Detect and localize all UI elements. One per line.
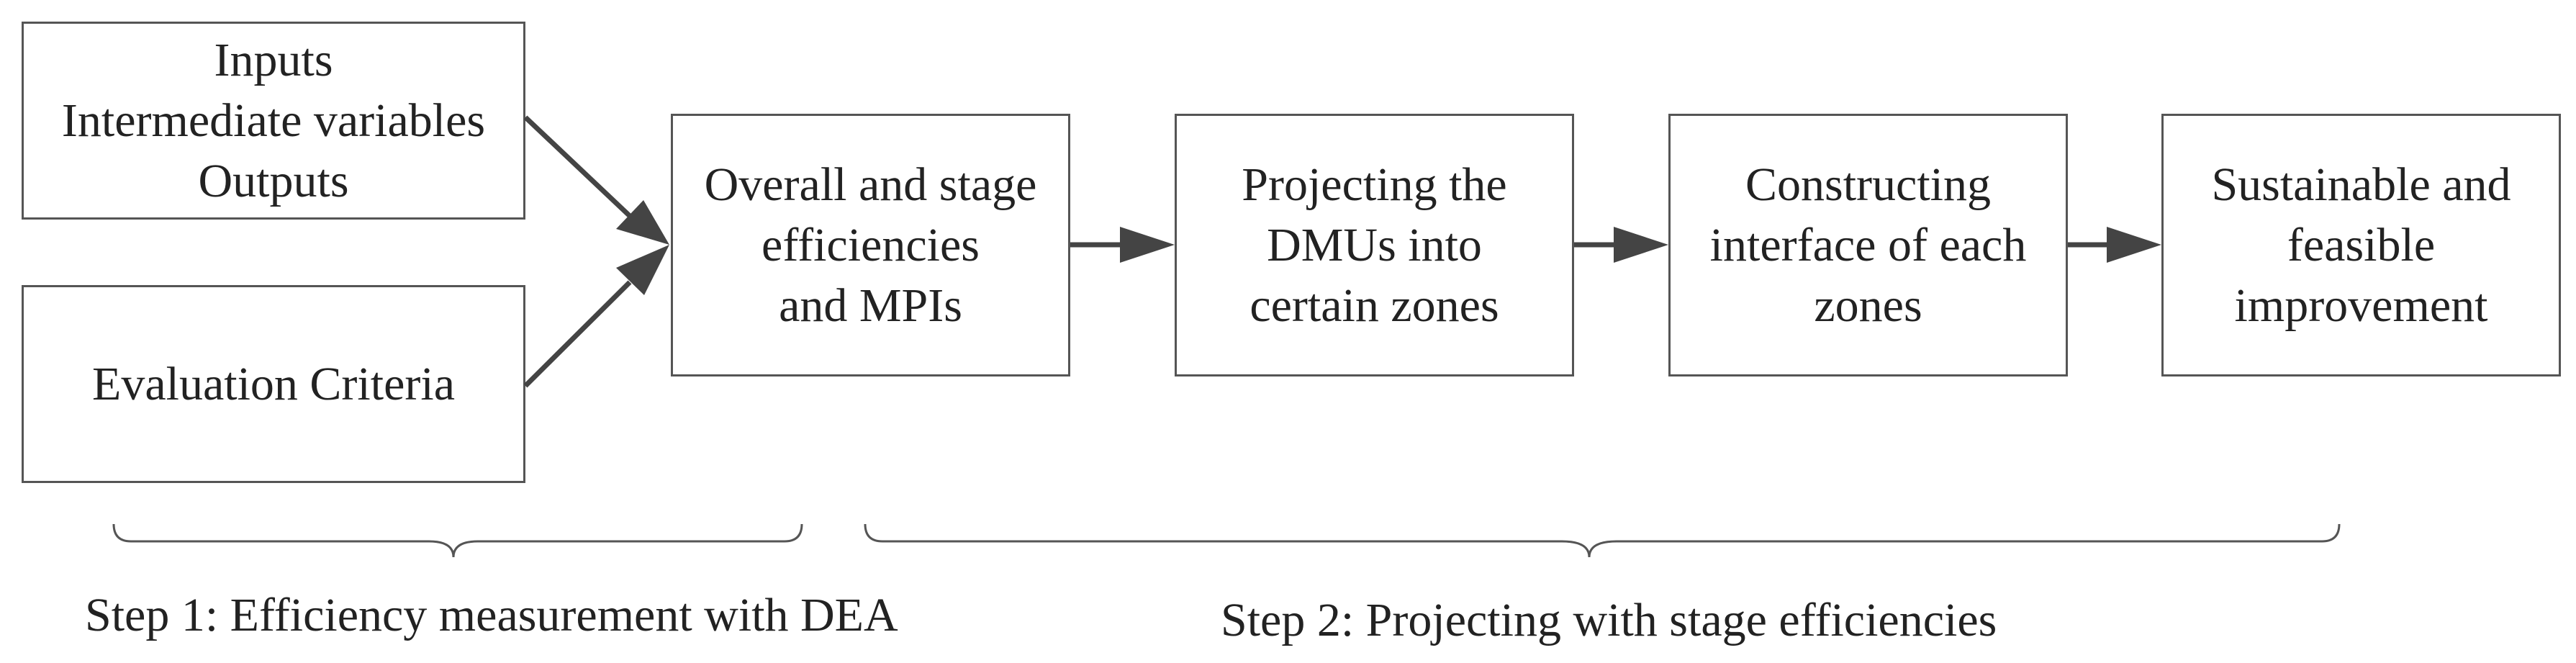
efficiencies-line-2: efficiencies bbox=[761, 218, 980, 271]
constructing-box: Constructing interface of each zones bbox=[1668, 114, 2068, 376]
step1-label: Step 1: Efficiency measurement with DEA bbox=[85, 589, 898, 641]
efficiencies-line-3: and MPIs bbox=[779, 279, 962, 332]
inputs-line-2: Intermediate variables bbox=[61, 94, 486, 147]
arrowhead-evaluation bbox=[616, 245, 669, 295]
constructing-line-1: Constructing bbox=[1745, 158, 1991, 211]
constructing-line-3: zones bbox=[1814, 279, 1922, 332]
evaluation-criteria-line: Evaluation Criteria bbox=[92, 357, 455, 410]
evaluation-criteria-box: Evaluation Criteria bbox=[22, 285, 525, 483]
efficiencies-box: Overall and stage efficiencies and MPIs bbox=[671, 114, 1070, 376]
constructing-line-2: interface of each bbox=[1709, 218, 2027, 271]
projecting-line-3: certain zones bbox=[1249, 279, 1499, 332]
sustainable-box: Sustainable and feasible improvement bbox=[2161, 114, 2561, 376]
step1-brace bbox=[112, 523, 803, 558]
arrow-evaluation-to-efficiencies bbox=[523, 280, 632, 388]
inputs-box: Inputs Intermediate variables Outputs bbox=[22, 22, 525, 220]
inputs-line-1: Inputs bbox=[214, 33, 333, 86]
projecting-box: Projecting the DMUs into certain zones bbox=[1175, 114, 1574, 376]
step2-brace bbox=[864, 523, 2341, 558]
step2-label: Step 2: Projecting with stage efficienci… bbox=[1221, 594, 1997, 646]
projecting-line-2: DMUs into bbox=[1267, 218, 1482, 271]
arrowhead-constructing bbox=[1614, 227, 1668, 263]
arrowhead-sustainable bbox=[2107, 227, 2161, 263]
sustainable-line-2: feasible bbox=[2287, 218, 2436, 271]
sustainable-line-1: Sustainable and bbox=[2211, 158, 2511, 211]
projecting-line-1: Projecting the bbox=[1242, 158, 1507, 211]
arrowhead-projecting bbox=[1120, 227, 1175, 263]
sustainable-line-3: improvement bbox=[2234, 279, 2488, 332]
arrow-inputs-to-efficiencies bbox=[523, 115, 632, 218]
inputs-line-3: Outputs bbox=[198, 154, 349, 207]
efficiencies-line-1: Overall and stage bbox=[704, 158, 1037, 211]
arrowhead-inputs bbox=[616, 200, 669, 245]
